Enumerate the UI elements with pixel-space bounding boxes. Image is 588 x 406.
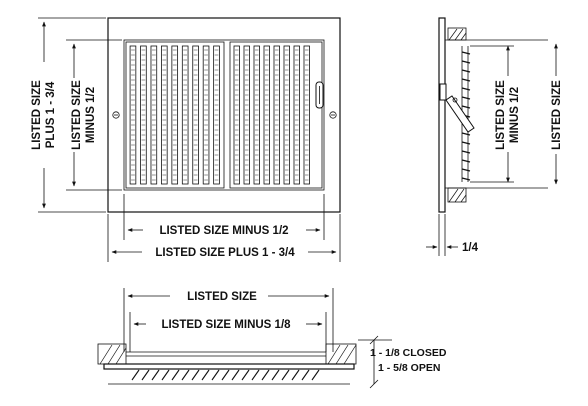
section-blade: [161, 369, 170, 381]
section-blade: [221, 369, 230, 381]
section-wall-left: [97, 343, 127, 365]
louver-panel-right: [229, 41, 323, 189]
section-blade: [131, 369, 140, 381]
section-wall-right: [325, 343, 357, 365]
side-blade-tick: [461, 159, 471, 163]
louver-panel-left: [125, 41, 225, 189]
side-face-plate: [438, 17, 446, 213]
label-minus-1-8: LISTED SIZE MINUS 1/8: [161, 319, 291, 331]
label-quarter: 1/4: [462, 242, 479, 254]
label-plus-1-3-4: LISTED SIZE PLUS 1 - 3/4: [155, 247, 295, 259]
side-blade-tick: [461, 168, 471, 172]
side-blade-tick: [461, 51, 471, 55]
side-damper-lever-icon: [439, 83, 475, 133]
side-blade-tick: [461, 87, 471, 91]
section-blade: [181, 369, 190, 381]
screw-icon-right: [329, 111, 337, 119]
screw-icon-left: [112, 111, 120, 119]
side-view: LISTED SIZE MINUS 1/2 LISTED SIZE 1/4: [426, 17, 563, 256]
dim-side-inner: LISTED SIZE MINUS 1/2: [470, 45, 521, 183]
label-side-inner-2: MINUS 1/2: [509, 87, 521, 143]
section-blade: [171, 369, 180, 381]
section-blades: [131, 369, 320, 381]
side-blade-tick: [461, 177, 471, 181]
label-left-outer-2: PLUS 1 - 3/4: [45, 81, 57, 148]
section-blade: [151, 369, 160, 381]
front-inner-opening: [123, 39, 325, 191]
side-blade-tick: [461, 69, 471, 73]
label-left-inner-2: MINUS 1/2: [85, 87, 97, 143]
label-left-inner-1: LISTED SIZE: [71, 80, 83, 150]
label-open: 1 - 5/8 OPEN: [378, 362, 440, 374]
damper-lever-icon: [315, 81, 324, 109]
label-left-outer-1: LISTED SIZE: [31, 80, 43, 150]
dim-quarter: 1/4: [426, 214, 479, 256]
wall-section-top: [447, 27, 467, 41]
dim-left-outer: LISTED SIZE PLUS 1 - 3/4: [31, 17, 106, 213]
front-view: LISTED SIZE PLUS 1 - 3/4 LISTED SIZE MIN…: [31, 17, 341, 262]
dim-closed-open: 1 - 1/8 CLOSED 1 - 5/8 OPEN: [358, 335, 447, 389]
side-blade-tick: [461, 60, 471, 64]
louver-blades: [129, 45, 310, 185]
section-blade: [281, 369, 290, 381]
section-blade: [271, 369, 280, 381]
side-blade-tick: [461, 141, 471, 145]
section-blade: [311, 369, 320, 381]
side-blade-tick: [461, 132, 471, 136]
section-blade: [241, 369, 250, 381]
label-listed-size: LISTED SIZE: [187, 291, 257, 303]
section-blade: [231, 369, 240, 381]
section-blade: [291, 369, 300, 381]
section-blade: [141, 369, 150, 381]
side-blade-tick: [461, 78, 471, 82]
section-blade: [261, 369, 270, 381]
front-outer-frame: [107, 17, 341, 213]
dim-front-bottom: LISTED SIZE MINUS 1/2 LISTED SIZE PLUS 1…: [107, 194, 341, 262]
section-blade: [251, 369, 260, 381]
section-blade: [201, 369, 210, 381]
label-minus-half: LISTED SIZE MINUS 1/2: [159, 225, 288, 237]
section-blade: [191, 369, 200, 381]
side-blade-tick: [461, 96, 471, 100]
label-closed: 1 - 1/8 CLOSED: [370, 347, 447, 359]
section-blade: [301, 369, 310, 381]
dim-left-inner: LISTED SIZE MINUS 1/2: [66, 39, 122, 191]
label-side-inner-1: LISTED SIZE: [495, 80, 507, 150]
side-blade-tick: [461, 105, 471, 109]
section-view: LISTED SIZE LISTED SIZE MINUS 1/8: [97, 288, 447, 389]
wall-section-bottom: [447, 187, 467, 203]
side-blade-ticks: [461, 51, 471, 181]
section-blade: [211, 369, 220, 381]
label-side-outer: LISTED SIZE: [551, 80, 563, 150]
dim-side-outer: LISTED SIZE: [551, 43, 563, 185]
side-blade-tick: [461, 150, 471, 154]
section-face-plate: [103, 363, 355, 370]
